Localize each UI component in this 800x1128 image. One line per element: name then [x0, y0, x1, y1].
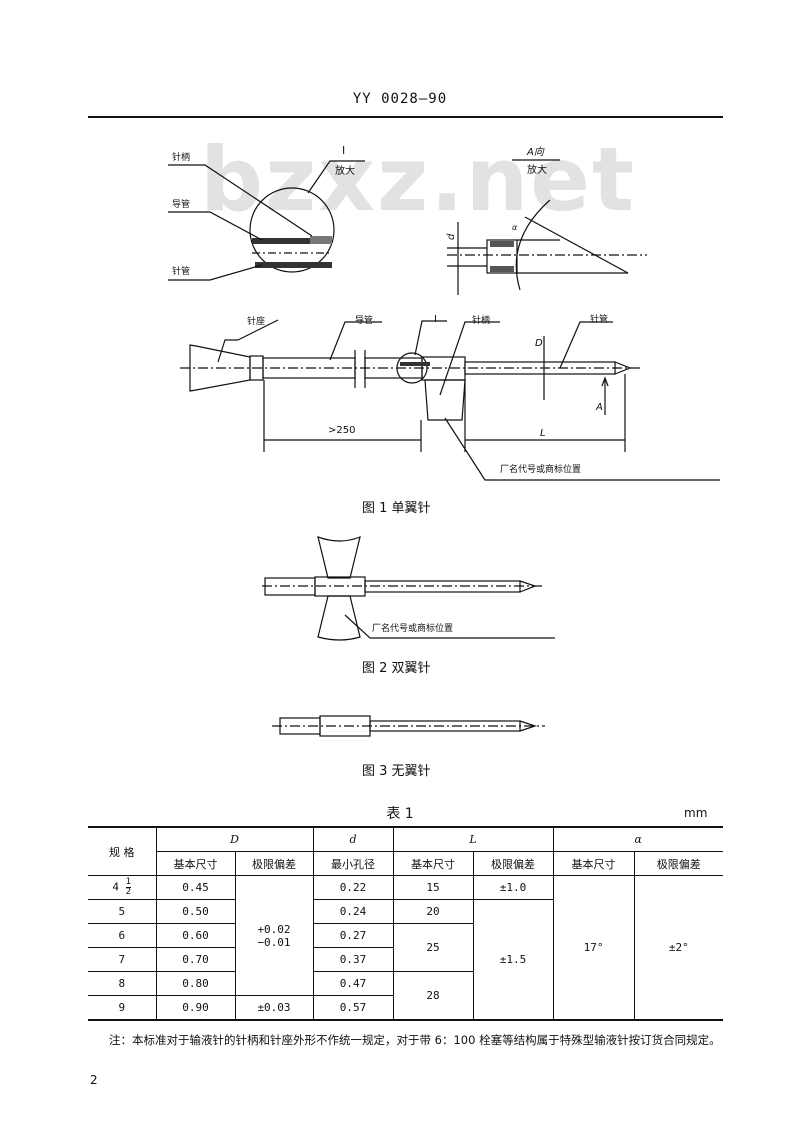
alpha-basic-cell: 17° — [552, 875, 635, 1021]
table-note: 注：本标准对于输液针的针柄和针座外形不作统一规定，对于带 6：100 栓塞等结构… — [109, 1033, 721, 1047]
label-brand-position-2: 厂名代号或商标位置 — [372, 622, 453, 634]
L-cell: 15 — [392, 875, 474, 900]
D-tol-cell: ±0.03 — [234, 995, 314, 1021]
header-alpha-basic: 基本尺寸 — [552, 851, 635, 876]
spec-cell: 9 — [88, 995, 157, 1021]
figure1-caption: 图 1 单翼针 — [362, 501, 431, 516]
double-wing-needle-drawing: 厂名代号或商标位置 图 2 双翼针 — [262, 536, 555, 676]
header-alpha-tol: 极限偏差 — [633, 851, 724, 876]
D-cell: 0.70 — [155, 947, 236, 972]
label-needle: 针管 — [172, 265, 190, 277]
label-d: d — [446, 233, 457, 240]
table-row: 8 0.80 0.47 28 — [88, 971, 723, 1021]
D-tol-lower: −0.01 — [257, 935, 291, 949]
spec-cell: 6 — [88, 923, 157, 948]
label-tube: 导管 — [172, 198, 190, 210]
detail-I-enlarged: I 放大 针柄 导管 针管 — [168, 144, 365, 281]
L-cell: 20 — [392, 899, 474, 924]
dimension-table: 规 格 D d L α 基本尺寸 极限偏差 最小孔径 基本尺寸 极限偏差 基本尺… — [88, 826, 724, 1021]
D-tol-cell: +0.02−0.01 — [234, 875, 314, 996]
spec-cell: 5 — [88, 899, 157, 924]
watermark: bzxz.net — [200, 128, 637, 231]
header-d-min: 最小孔径 — [312, 851, 394, 876]
label-min-length: >250 — [328, 425, 355, 436]
frac-den: 2 — [125, 887, 132, 897]
table-unit: mm — [684, 806, 708, 820]
label-main-tube: 导管 — [355, 314, 373, 326]
d-cell: 0.47 — [312, 971, 394, 996]
L-cell: 25 — [392, 923, 474, 972]
label-hub: 针座 — [247, 315, 265, 327]
L-tol-cell: ±1.5 — [472, 899, 554, 1021]
detail-I-mark: I — [342, 144, 345, 157]
label-detail-I: I — [434, 314, 437, 325]
header-alpha: α — [552, 826, 724, 852]
header-rule — [88, 116, 723, 118]
header-spec: 规 格 — [88, 826, 157, 876]
page-number: 2 — [90, 1073, 98, 1087]
single-wing-needle-drawing: 针座 导管 I 针柄 针管 D A >250 L 厂名代号或商标位置 图 1 单… — [180, 313, 720, 516]
detail-A-scale: 放大 — [527, 163, 547, 176]
L-cell: 28 — [392, 971, 474, 1021]
table-row: 6 0.60 0.27 25 — [88, 923, 723, 972]
d-cell: 0.24 — [312, 899, 394, 924]
figure2-caption: 图 2 双翼针 — [362, 661, 431, 676]
label-brand-position: 厂名代号或商标位置 — [500, 463, 581, 475]
label-handle: 针柄 — [172, 151, 190, 163]
spec-cell: 7 — [88, 947, 157, 972]
spec-whole: 4 — [112, 880, 120, 894]
figures: I 放大 针柄 导管 针管 A向 放大 d α — [168, 144, 720, 779]
table-row: 5 0.50 0.24 20 ±1.5 — [88, 899, 723, 1021]
header-L-basic: 基本尺寸 — [392, 851, 474, 876]
D-cell: 0.80 — [155, 971, 236, 996]
detail-A-mark: A向 — [526, 146, 545, 158]
header-D-basic: 基本尺寸 — [156, 851, 236, 876]
detail-A-enlarged: A向 放大 d α — [446, 146, 647, 295]
label-alpha: α — [512, 223, 518, 232]
label-main-handle: 针柄 — [472, 314, 490, 326]
header-d: d — [312, 826, 394, 852]
table-row: 9 0.90 ±0.03 0.57 — [88, 995, 723, 1021]
document-code-header: YY 0028—90 — [352, 91, 448, 107]
wingless-needle-drawing: 图 3 无翼针 — [272, 715, 545, 779]
L-tol-cell: ±1.0 — [472, 875, 554, 900]
spec-cell: 8 — [88, 971, 157, 996]
label-L: L — [540, 428, 546, 439]
header-L: L — [392, 826, 554, 852]
header-D-tol: 极限偏差 — [234, 851, 314, 876]
label-D: D — [535, 338, 543, 349]
header-L-tol: 极限偏差 — [472, 851, 554, 876]
table-header-row: 规 格 D d L α — [88, 826, 724, 876]
d-cell: 0.57 — [312, 995, 394, 1021]
alpha-tol-cell: ±2° — [633, 875, 724, 1021]
D-tol-upper: +0.02 — [257, 922, 291, 936]
d-cell: 0.22 — [312, 875, 394, 900]
figure3-caption: 图 3 无翼针 — [362, 764, 431, 779]
table-subheader-row: 基本尺寸 极限偏差 最小孔径 基本尺寸 极限偏差 基本尺寸 极限偏差 — [88, 851, 724, 876]
D-cell: 0.50 — [155, 899, 236, 924]
D-cell: 0.60 — [155, 923, 236, 948]
label-main-needle: 针管 — [590, 313, 608, 325]
d-cell: 0.37 — [312, 947, 394, 972]
label-A: A — [595, 402, 603, 413]
D-cell: 0.45 — [155, 875, 236, 900]
detail-I-scale: 放大 — [335, 164, 355, 177]
D-cell: 0.90 — [155, 995, 236, 1021]
d-cell: 0.27 — [312, 923, 394, 948]
header-D: D — [155, 826, 314, 852]
frac-num: 1 — [125, 877, 132, 888]
table-title: 表 1 — [386, 806, 414, 822]
